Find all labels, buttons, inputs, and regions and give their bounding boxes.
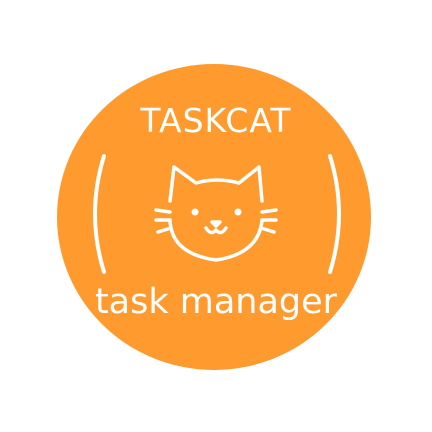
cat-left-eye [191, 208, 199, 216]
cat-face-icon [154, 165, 278, 262]
logo-title: TASKCAT [140, 101, 292, 140]
right-bracket [328, 154, 341, 274]
cat-right-eye [234, 208, 242, 216]
left-bracket [93, 154, 106, 274]
logo-badge [57, 64, 371, 370]
logo-subtitle: task manager [94, 282, 338, 322]
